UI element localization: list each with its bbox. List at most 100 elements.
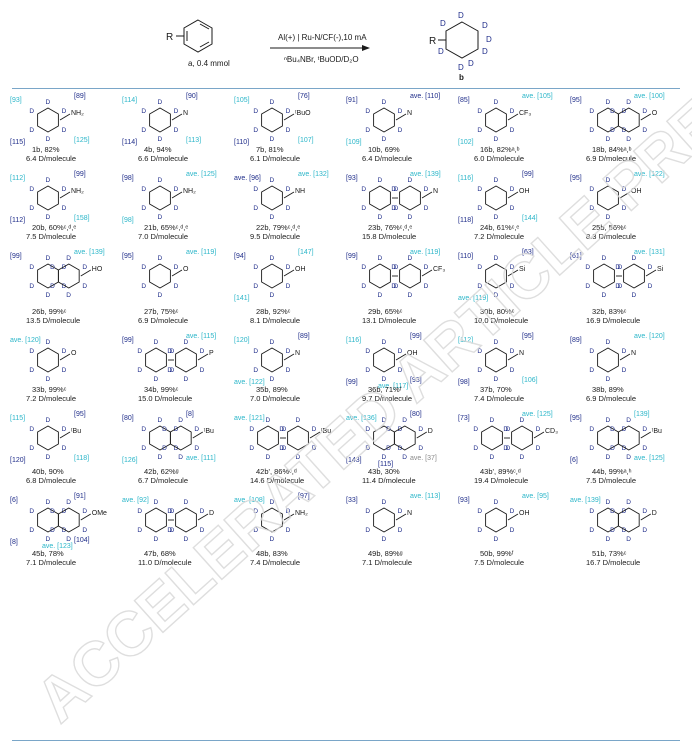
deuterium-label: D [510, 283, 515, 290]
compound-label: 43b, 30% [368, 467, 400, 476]
site-incorporation: [98] [458, 379, 470, 386]
d-per-molecule: 11.0 D/molecule [138, 558, 192, 567]
d-per-molecule: 9.7 D/molecule [362, 394, 412, 403]
product-d-label: D [440, 19, 446, 28]
reactant-r-group: R [166, 32, 173, 43]
deuterium-label: D [494, 292, 499, 299]
deuterium-label: D [270, 376, 275, 383]
site-incorporation: ave. [120] [10, 337, 41, 344]
deuterium-label: D [50, 283, 55, 290]
deuterium-label: D [200, 527, 205, 534]
substituent-group: ᵗBu [204, 428, 214, 435]
deuterium-label: D [610, 445, 615, 452]
compound-label: 21b, 65%ᶜ,ᵈ,ᵉ [144, 223, 188, 232]
deuterium-label: D [282, 426, 287, 433]
deuterium-label: D [46, 99, 51, 106]
deuterium-label: D [494, 536, 499, 543]
deuterium-label: D [361, 186, 366, 193]
deuterium-label: D [477, 264, 482, 271]
deuterium-label: D [279, 445, 284, 452]
deuterium-label: D [174, 127, 179, 134]
deuterium-label: D [589, 367, 594, 374]
site-incorporation: ave. [108] [234, 497, 265, 504]
substituent-group: ᵗBu [652, 428, 662, 435]
compound-label: 32b, 83%ᶜ [592, 307, 627, 316]
substituent-bond [59, 353, 71, 361]
deuterium-label: D [408, 177, 413, 184]
substituent-bond [395, 353, 407, 361]
site-incorporation: [97] [298, 493, 310, 500]
deuterium-label: D [642, 527, 647, 534]
d-per-molecule: 19.4 D/molecule [474, 476, 528, 485]
deuterium-label: D [626, 499, 631, 506]
ring-a [373, 425, 395, 451]
deuterium-label: D [62, 264, 67, 271]
deuterium-label: D [408, 255, 413, 262]
site-incorporation: [158] [74, 215, 90, 222]
substituent-group: D [428, 428, 433, 435]
deuterium-label: D [365, 367, 370, 374]
deuterium-label: D [174, 445, 179, 452]
deuterium-label: D [46, 499, 51, 506]
ring-b [617, 507, 640, 533]
substituent-bond [640, 431, 652, 439]
deuterium-label: D [589, 527, 594, 534]
deuterium-label: D [589, 205, 594, 212]
deuterium-label: D [477, 508, 482, 515]
compound-label: 45b, 78% [32, 549, 64, 558]
site-incorporation: [95] [522, 333, 534, 340]
deuterium-label: D [170, 527, 175, 534]
compound-label: 51b, 73%ᶜ [592, 549, 627, 558]
site-incorporation: ave. [139] [570, 497, 601, 504]
site-incorporation: [89] [570, 337, 582, 344]
site-incorporation: [89] [74, 93, 86, 100]
deuterium-label: D [606, 214, 611, 221]
site-incorporation: [107] [298, 137, 314, 144]
site-incorporation: ave. [122] [634, 171, 665, 178]
site-incorporation: [110] [234, 139, 249, 146]
site-incorporation: ave. [96] [234, 175, 261, 182]
deuterium-label: D [270, 339, 275, 346]
deuterium-label: D [66, 292, 71, 299]
site-incorporation: [91] [346, 97, 358, 104]
product-d-label: D [458, 63, 464, 72]
substituent-bond [197, 513, 209, 521]
deuterium-label: D [29, 527, 34, 534]
deuterium-label: D [282, 445, 287, 452]
deuterium-label: D [162, 445, 167, 452]
substituent-group: ᵗBu [321, 428, 331, 435]
ring [261, 107, 283, 133]
ring [597, 347, 619, 373]
deuterium-label: D [394, 186, 399, 193]
site-incorporation: [99] [10, 253, 22, 260]
deuterium-label: D [162, 426, 167, 433]
deuterium-label: D [615, 283, 620, 290]
deuterium-label: D [610, 508, 615, 515]
site-incorporation: ave. [121] [234, 415, 265, 422]
d-per-molecule: 14.6 D/molecule [250, 476, 304, 485]
deuterium-label: D [270, 255, 275, 262]
deuterium-label: D [378, 255, 383, 262]
site-incorporation: ave. [125] [522, 411, 553, 418]
reaction-scheme: R a, 0.4 mmol Al(+) | Ru-N/CF(-),10 mA ⁿ… [166, 11, 492, 82]
d-per-molecule: 11.4 D/molecule [362, 476, 416, 485]
ring-a [597, 425, 619, 451]
substituent-group: P [209, 350, 214, 357]
deuterium-label: D [200, 508, 205, 515]
deuterium-label: D [174, 186, 179, 193]
deuterium-label: D [602, 292, 607, 299]
deuterium-label: D [648, 264, 653, 271]
deuterium-label: D [494, 177, 499, 184]
deuterium-label: D [286, 205, 291, 212]
site-incorporation: [99] [346, 253, 358, 260]
deuterium-label: D [286, 348, 291, 355]
deuterium-label: D [394, 283, 399, 290]
ring [261, 507, 283, 533]
deuterium-label: D [184, 499, 189, 506]
ring-a [369, 185, 391, 211]
deuterium-label: D [402, 454, 407, 461]
